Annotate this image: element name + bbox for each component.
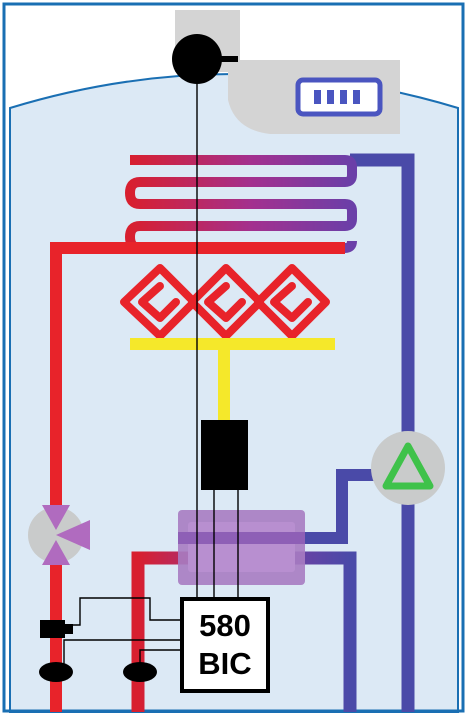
controller-label: 580 BIC [180, 597, 270, 693]
temperature-sensor-right-icon [123, 662, 157, 682]
cold-return-pipe [350, 153, 415, 712]
plate-heat-exchanger [80, 510, 310, 585]
three-way-valve-icon [28, 505, 90, 565]
controller-model-code: BIC [198, 646, 252, 681]
pressure-gauge-icon [295, 77, 383, 117]
circulation-pump-icon [371, 431, 445, 505]
gas-valve-block-icon [201, 420, 248, 490]
fan-circle-icon [172, 34, 238, 84]
controller-model-number: 580 [199, 608, 251, 643]
burner-flames [120, 264, 330, 340]
flow-sensor-icon [40, 620, 73, 638]
pump-connection-pipe [300, 469, 375, 544]
temperature-sensor-left-icon [39, 662, 73, 682]
